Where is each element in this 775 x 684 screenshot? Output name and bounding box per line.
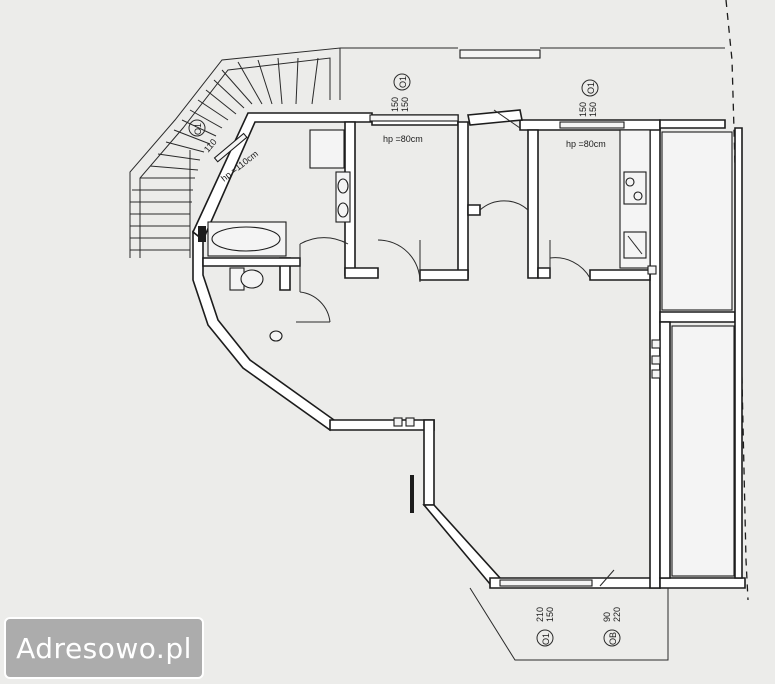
right-room-upper bbox=[661, 131, 733, 311]
dimension-label: 150 bbox=[588, 102, 598, 117]
window-code-label: O1 bbox=[586, 82, 596, 94]
dimension-label: 150 bbox=[400, 97, 410, 112]
window-code-label: O1 bbox=[398, 76, 408, 88]
dimension-label: 150 bbox=[390, 97, 400, 112]
kitchen-fixtures bbox=[393, 129, 661, 427]
window-code-label: O1 bbox=[193, 123, 203, 135]
doors bbox=[296, 109, 615, 587]
right-room-lower bbox=[671, 325, 735, 577]
staircase bbox=[129, 47, 725, 258]
dimension-label: 90 bbox=[602, 612, 612, 622]
window-code-markers bbox=[188, 73, 621, 647]
window-code-label: O1 bbox=[541, 633, 551, 645]
dimension-label: 220 bbox=[612, 607, 622, 622]
dimension-label: 210 bbox=[535, 607, 545, 622]
sill-height-label: hp =80cm bbox=[566, 139, 606, 149]
watermark-text: Adresowo.pl bbox=[16, 631, 192, 665]
windows bbox=[213, 49, 625, 587]
watermark-badge: Adresowo.pl bbox=[4, 617, 204, 679]
balcony bbox=[469, 587, 669, 661]
interior-walls bbox=[202, 109, 743, 579]
sill-height-label: hp =80cm bbox=[383, 134, 423, 144]
door-code-label: OB bbox=[608, 632, 618, 645]
dimension-label: 150 bbox=[545, 607, 555, 622]
bathroom-fixtures bbox=[198, 129, 351, 342]
dimension-label: 150 bbox=[578, 102, 588, 117]
